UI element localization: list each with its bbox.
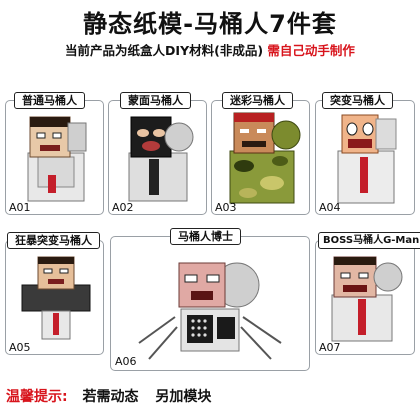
product-label: BOSS马桶人G-Man xyxy=(318,232,420,249)
product-card-a06[interactable]: A06 xyxy=(110,236,310,371)
toilet-figure-image xyxy=(331,256,403,342)
footer-tip: 温馨提示: 若需动态 另加模块 xyxy=(6,386,211,406)
toilet-figure-image xyxy=(337,114,397,204)
product-card-a05[interactable]: A05 xyxy=(5,240,104,355)
product-code: A02 xyxy=(112,201,134,214)
tip-text-module: 另加模块 xyxy=(155,389,212,405)
toilet-figure-image xyxy=(138,262,282,360)
product-code: A06 xyxy=(115,355,137,368)
product-code: A04 xyxy=(319,201,341,214)
product-label: 蒙面马桶人 xyxy=(120,92,191,109)
product-label: 狂暴突变马桶人 xyxy=(7,232,100,249)
tip-label: 温馨提示: xyxy=(6,389,68,405)
product-label: 马桶人博士 xyxy=(170,228,241,245)
subtitle-warning: 需自己动手制作 xyxy=(267,43,355,58)
product-label: 迷彩马桶人 xyxy=(222,92,293,109)
product-card-a07[interactable]: A07 xyxy=(315,240,415,355)
toilet-figure-image xyxy=(229,112,301,204)
page-subtitle: 当前产品为纸盒人DIY材料(非成品) 需自己动手制作 xyxy=(0,40,420,59)
product-code: A07 xyxy=(319,341,341,354)
product-label: 普通马桶人 xyxy=(14,92,85,109)
subtitle-notice: 当前产品为纸盒人DIY材料(非成品) xyxy=(65,43,264,58)
product-code: A01 xyxy=(9,201,31,214)
tip-text-dynamic: 若需动态 xyxy=(82,389,139,405)
product-card-a03[interactable]: A03 xyxy=(211,100,310,215)
product-card-a02[interactable]: A02 xyxy=(108,100,207,215)
product-code: A05 xyxy=(9,341,31,354)
toilet-figure-image xyxy=(21,256,91,340)
toilet-figure-image xyxy=(128,116,194,202)
product-label: 突变马桶人 xyxy=(322,92,393,109)
product-card-a01[interactable]: A01 xyxy=(5,100,104,215)
product-card-a04[interactable]: A04 xyxy=(315,100,415,215)
product-code: A03 xyxy=(215,201,237,214)
page-title: 静态纸模-马桶人7件套 xyxy=(83,10,337,38)
toilet-figure-image xyxy=(27,116,87,202)
